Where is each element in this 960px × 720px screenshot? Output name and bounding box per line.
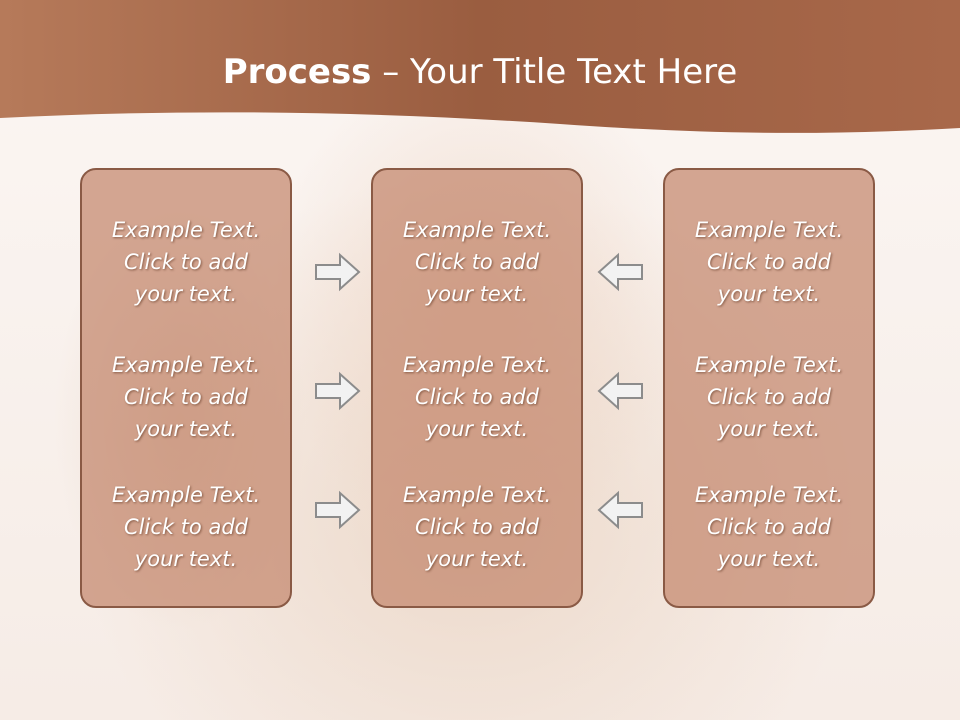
text-placeholder[interactable]: Example Text. Click to add your text. [665,349,873,445]
text-line: Example Text. [694,483,844,507]
text-placeholder[interactable]: Example Text. Click to add your text. [373,349,581,445]
title-strong: Process [222,52,372,92]
text-line: Example Text. [111,218,261,242]
text-line: Example Text. [111,353,261,377]
text-line: Click to add [706,385,831,409]
text-line: your text. [717,547,821,571]
left-arrow-icon [597,490,643,530]
text-placeholder[interactable]: Example Text. Click to add your text. [665,214,873,310]
left-arrow-icon [597,371,643,411]
right-process-box[interactable]: Example Text. Click to add your text. Ex… [663,168,875,608]
text-line: Example Text. [694,353,844,377]
text-line: your text. [134,417,238,441]
text-line: your text. [717,417,821,441]
left-arrow-icon [597,252,643,292]
text-line: Click to add [123,250,248,274]
text-line: your text. [717,282,821,306]
text-line: your text. [134,282,238,306]
right-arrow-icon [315,490,361,530]
text-line: Example Text. [402,353,552,377]
text-line: Example Text. [111,483,261,507]
right-arrow-icon [315,252,361,292]
text-line: Click to add [123,515,248,539]
text-line: your text. [425,282,529,306]
text-line: Click to add [414,250,539,274]
slide-title: Process – Your Title Text Here [0,52,960,92]
text-placeholder[interactable]: Example Text. Click to add your text. [82,479,290,575]
title-rest: – Your Title Text Here [371,52,738,92]
text-line: your text. [425,417,529,441]
text-placeholder[interactable]: Example Text. Click to add your text. [82,349,290,445]
text-placeholder[interactable]: Example Text. Click to add your text. [82,214,290,310]
text-placeholder[interactable]: Example Text. Click to add your text. [373,214,581,310]
text-placeholder[interactable]: Example Text. Click to add your text. [665,479,873,575]
text-line: Click to add [414,385,539,409]
left-process-box[interactable]: Example Text. Click to add your text. Ex… [80,168,292,608]
text-line: Example Text. [402,483,552,507]
title-banner [0,0,960,133]
text-placeholder[interactable]: Example Text. Click to add your text. [373,479,581,575]
center-process-box[interactable]: Example Text. Click to add your text. Ex… [371,168,583,608]
right-arrow-icon [315,371,361,411]
text-line: your text. [134,547,238,571]
text-line: Click to add [706,515,831,539]
text-line: your text. [425,547,529,571]
text-line: Click to add [414,515,539,539]
text-line: Click to add [123,385,248,409]
text-line: Example Text. [402,218,552,242]
text-line: Example Text. [694,218,844,242]
text-line: Click to add [706,250,831,274]
